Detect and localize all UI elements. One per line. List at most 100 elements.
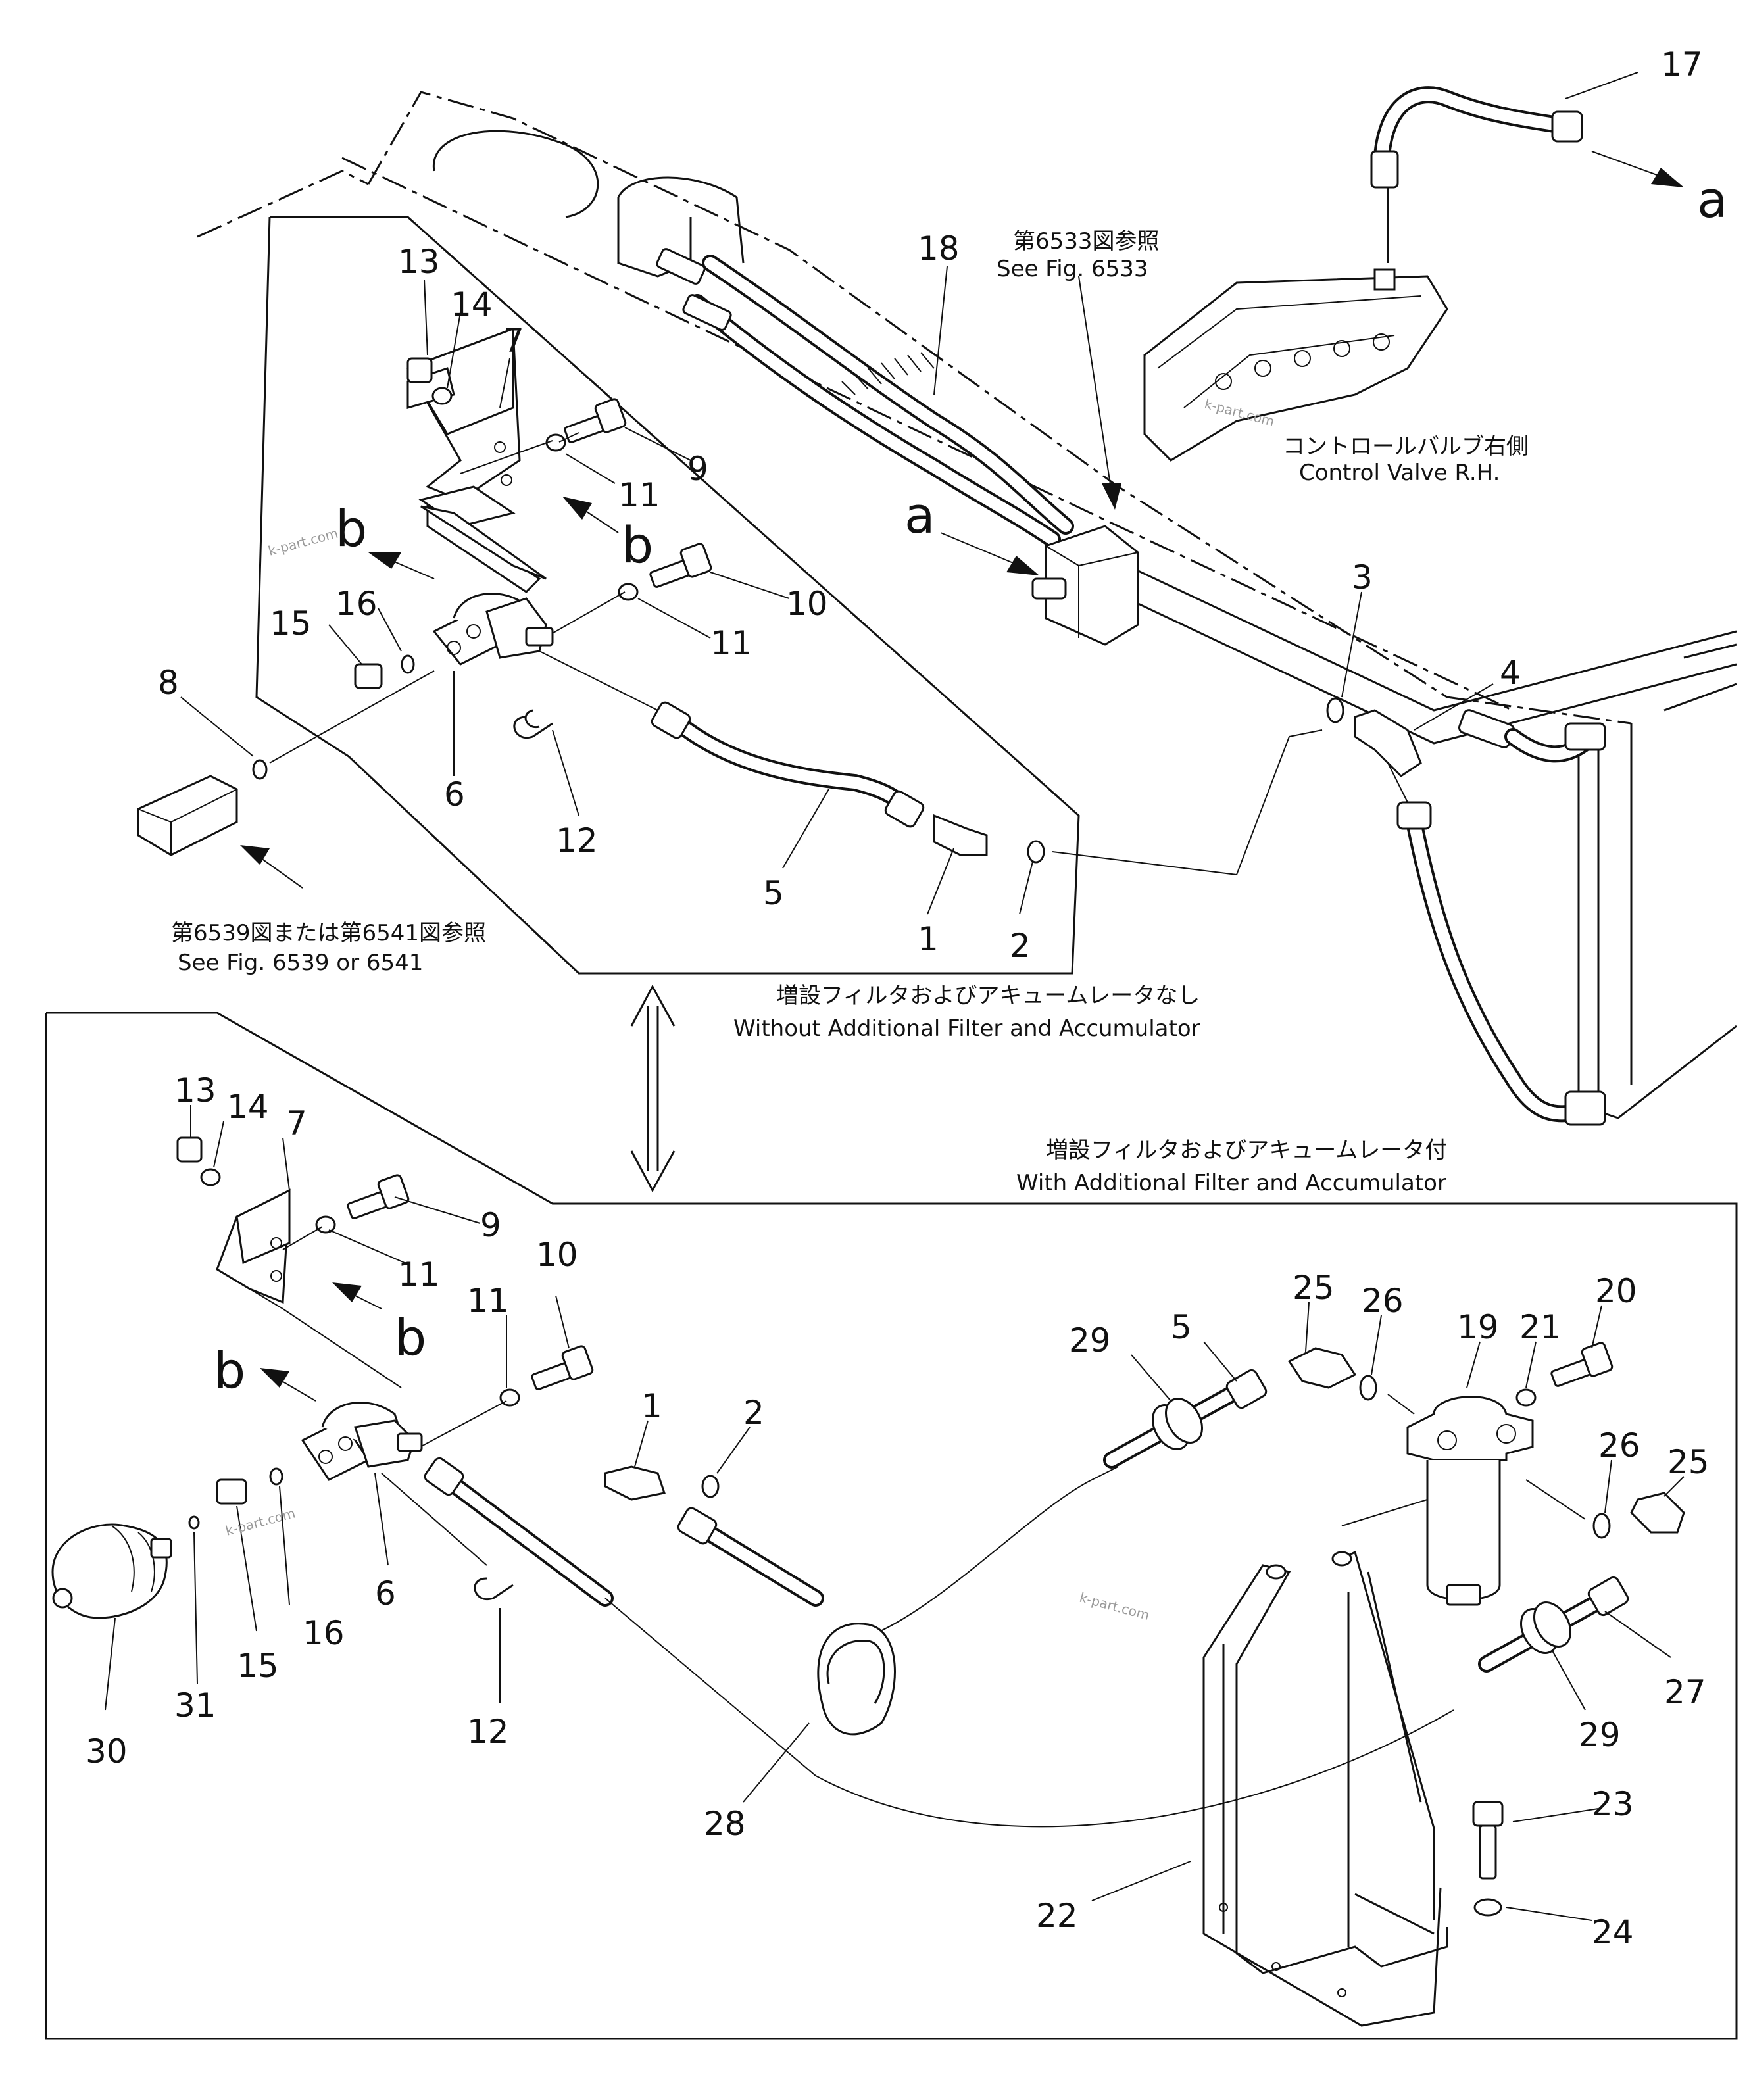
callout-6: 6: [375, 1575, 396, 1613]
callout-13: 13: [174, 1071, 216, 1110]
callout-16: 16: [335, 585, 378, 623]
clip-12-bottom: [474, 1577, 514, 1601]
callout-21: 21: [1519, 1308, 1562, 1346]
callout-10: 10: [786, 585, 828, 623]
callout-18: 18: [918, 230, 960, 268]
callout-11: 11: [467, 1282, 509, 1320]
washer-14-bottom: [200, 1168, 221, 1186]
oring-26: [1359, 1375, 1377, 1401]
bottom-section: 増設フィルタおよびアキュームレータ付 With Additional Filte…: [45, 1012, 1738, 2040]
callout-6: 6: [444, 775, 465, 814]
accumulator-bottom: [51, 1467, 283, 1619]
oring-2-top: [1027, 840, 1045, 864]
washer-21: [1515, 1388, 1537, 1407]
callout-22: 22: [1036, 1897, 1078, 1935]
block-6-bottom: [301, 1402, 514, 1601]
watermark: k-part.com: [266, 525, 339, 558]
callout-26: 26: [1362, 1282, 1404, 1320]
callout-29: 29: [1069, 1321, 1111, 1359]
block-6: [354, 593, 554, 739]
callout-12: 12: [556, 821, 598, 860]
stand-22: [1202, 1550, 1448, 2027]
ref-fig-6533-en: See Fig. 6533: [997, 256, 1148, 282]
callout-20: 20: [1595, 1272, 1637, 1310]
hose-5-bottom: [1103, 1369, 1268, 1469]
plug-15: [354, 663, 383, 689]
bottom-caption-jp: 増設フィルタおよびアキュームレータ付: [1046, 1137, 1447, 1163]
callout-25: 25: [1293, 1269, 1335, 1307]
oring-16-bottom: [269, 1467, 283, 1486]
ref-fig-6539-en: See Fig. 6539 or 6541: [178, 950, 423, 976]
letter-b: b: [622, 516, 653, 574]
nut-13: [406, 357, 433, 383]
bolts-bottom: [282, 1174, 594, 1454]
callout-2: 2: [1010, 927, 1031, 965]
hose-bottom-left: [424, 1457, 1454, 1828]
callout-27: 27: [1664, 1673, 1706, 1711]
callout-24: 24: [1592, 1913, 1634, 1951]
bottom-leaders: [105, 1105, 1685, 1921]
letter-a: a: [904, 486, 935, 545]
oring-16: [401, 654, 415, 674]
callout-12: 12: [467, 1713, 509, 1751]
callout-2: 2: [743, 1394, 764, 1432]
accumulator-block-ref: [137, 670, 435, 856]
bottom-arrows: [260, 1282, 382, 1402]
callout-17: 17: [1661, 45, 1703, 84]
callout-11: 11: [398, 1256, 440, 1294]
callout-29: 29: [1579, 1716, 1621, 1754]
control-valve-label-en: Control Valve R.H.: [1299, 460, 1500, 486]
callout-5: 5: [1171, 1308, 1192, 1346]
callout-15: 15: [270, 604, 312, 643]
bottom-section-outline: [45, 1012, 1738, 2040]
filter-19: [1287, 1342, 1685, 1606]
callout-23: 23: [1592, 1785, 1634, 1823]
ref-fig-6533-jp: 第6533図参照: [1013, 228, 1160, 255]
hose-17: [1370, 86, 1583, 263]
plug-15-bottom: [216, 1478, 247, 1505]
top-leaders: [180, 72, 1638, 915]
oring-26b: [1592, 1513, 1611, 1539]
watermark: k-part.com: [224, 1505, 297, 1538]
callout-7: 7: [503, 322, 524, 360]
callout-11: 11: [618, 476, 660, 514]
right-vertical-hose: [1387, 762, 1606, 1126]
callout-25: 25: [1667, 1443, 1710, 1481]
oring-3: [1326, 697, 1344, 723]
bottom-caption-en: With Additional Filter and Accumulator: [1016, 1170, 1446, 1196]
bolts-top: [460, 398, 712, 645]
top-caption-en: Without Additional Filter and Accumulato…: [733, 1015, 1200, 1042]
letter-b: b: [214, 1341, 245, 1400]
top-section-outline: [255, 216, 1080, 975]
top-section: 17 18 13 14 7 9 11 10 11 15 16 8 6 12 5 …: [137, 45, 1737, 1126]
callout-13: 13: [398, 243, 440, 281]
oring-2-bottom: [701, 1475, 720, 1498]
callout-31: 31: [174, 1686, 216, 1724]
callout-14: 14: [451, 285, 493, 324]
bracket-7-bottom: [176, 1136, 402, 1388]
callout-26: 26: [1598, 1427, 1640, 1465]
callout-10: 10: [536, 1236, 578, 1274]
elbow-4: [1326, 697, 1606, 777]
elbow-1-top: [933, 729, 1323, 875]
hose-18-bundle: [656, 248, 1074, 548]
nut-13-bottom: [176, 1136, 203, 1163]
washer-14: [431, 387, 453, 405]
hose-5-top: [539, 650, 925, 828]
elbow-1-bottom: [604, 1465, 720, 1501]
bottom-callouts: 13 14 7 9 11 11 10 1 2 29 5 25 26 19 21 …: [86, 1071, 1710, 1951]
bracket-7: [406, 327, 547, 593]
letter-a: a: [1697, 170, 1728, 229]
relief-block: [1031, 525, 1139, 646]
top-callouts: 17 18 13 14 7 9 11 10 11 15 16 8 6 12 5 …: [158, 45, 1703, 965]
callout-7: 7: [286, 1104, 307, 1142]
bolt-23: [1472, 1801, 1504, 1917]
callout-28: 28: [704, 1805, 746, 1843]
right-frame: [1085, 545, 1737, 1119]
callout-3: 3: [1352, 558, 1373, 597]
accumulator-30: [51, 1523, 168, 1619]
washer-24: [1473, 1898, 1502, 1917]
callout-1: 1: [918, 920, 939, 958]
letter-b: b: [395, 1308, 426, 1367]
